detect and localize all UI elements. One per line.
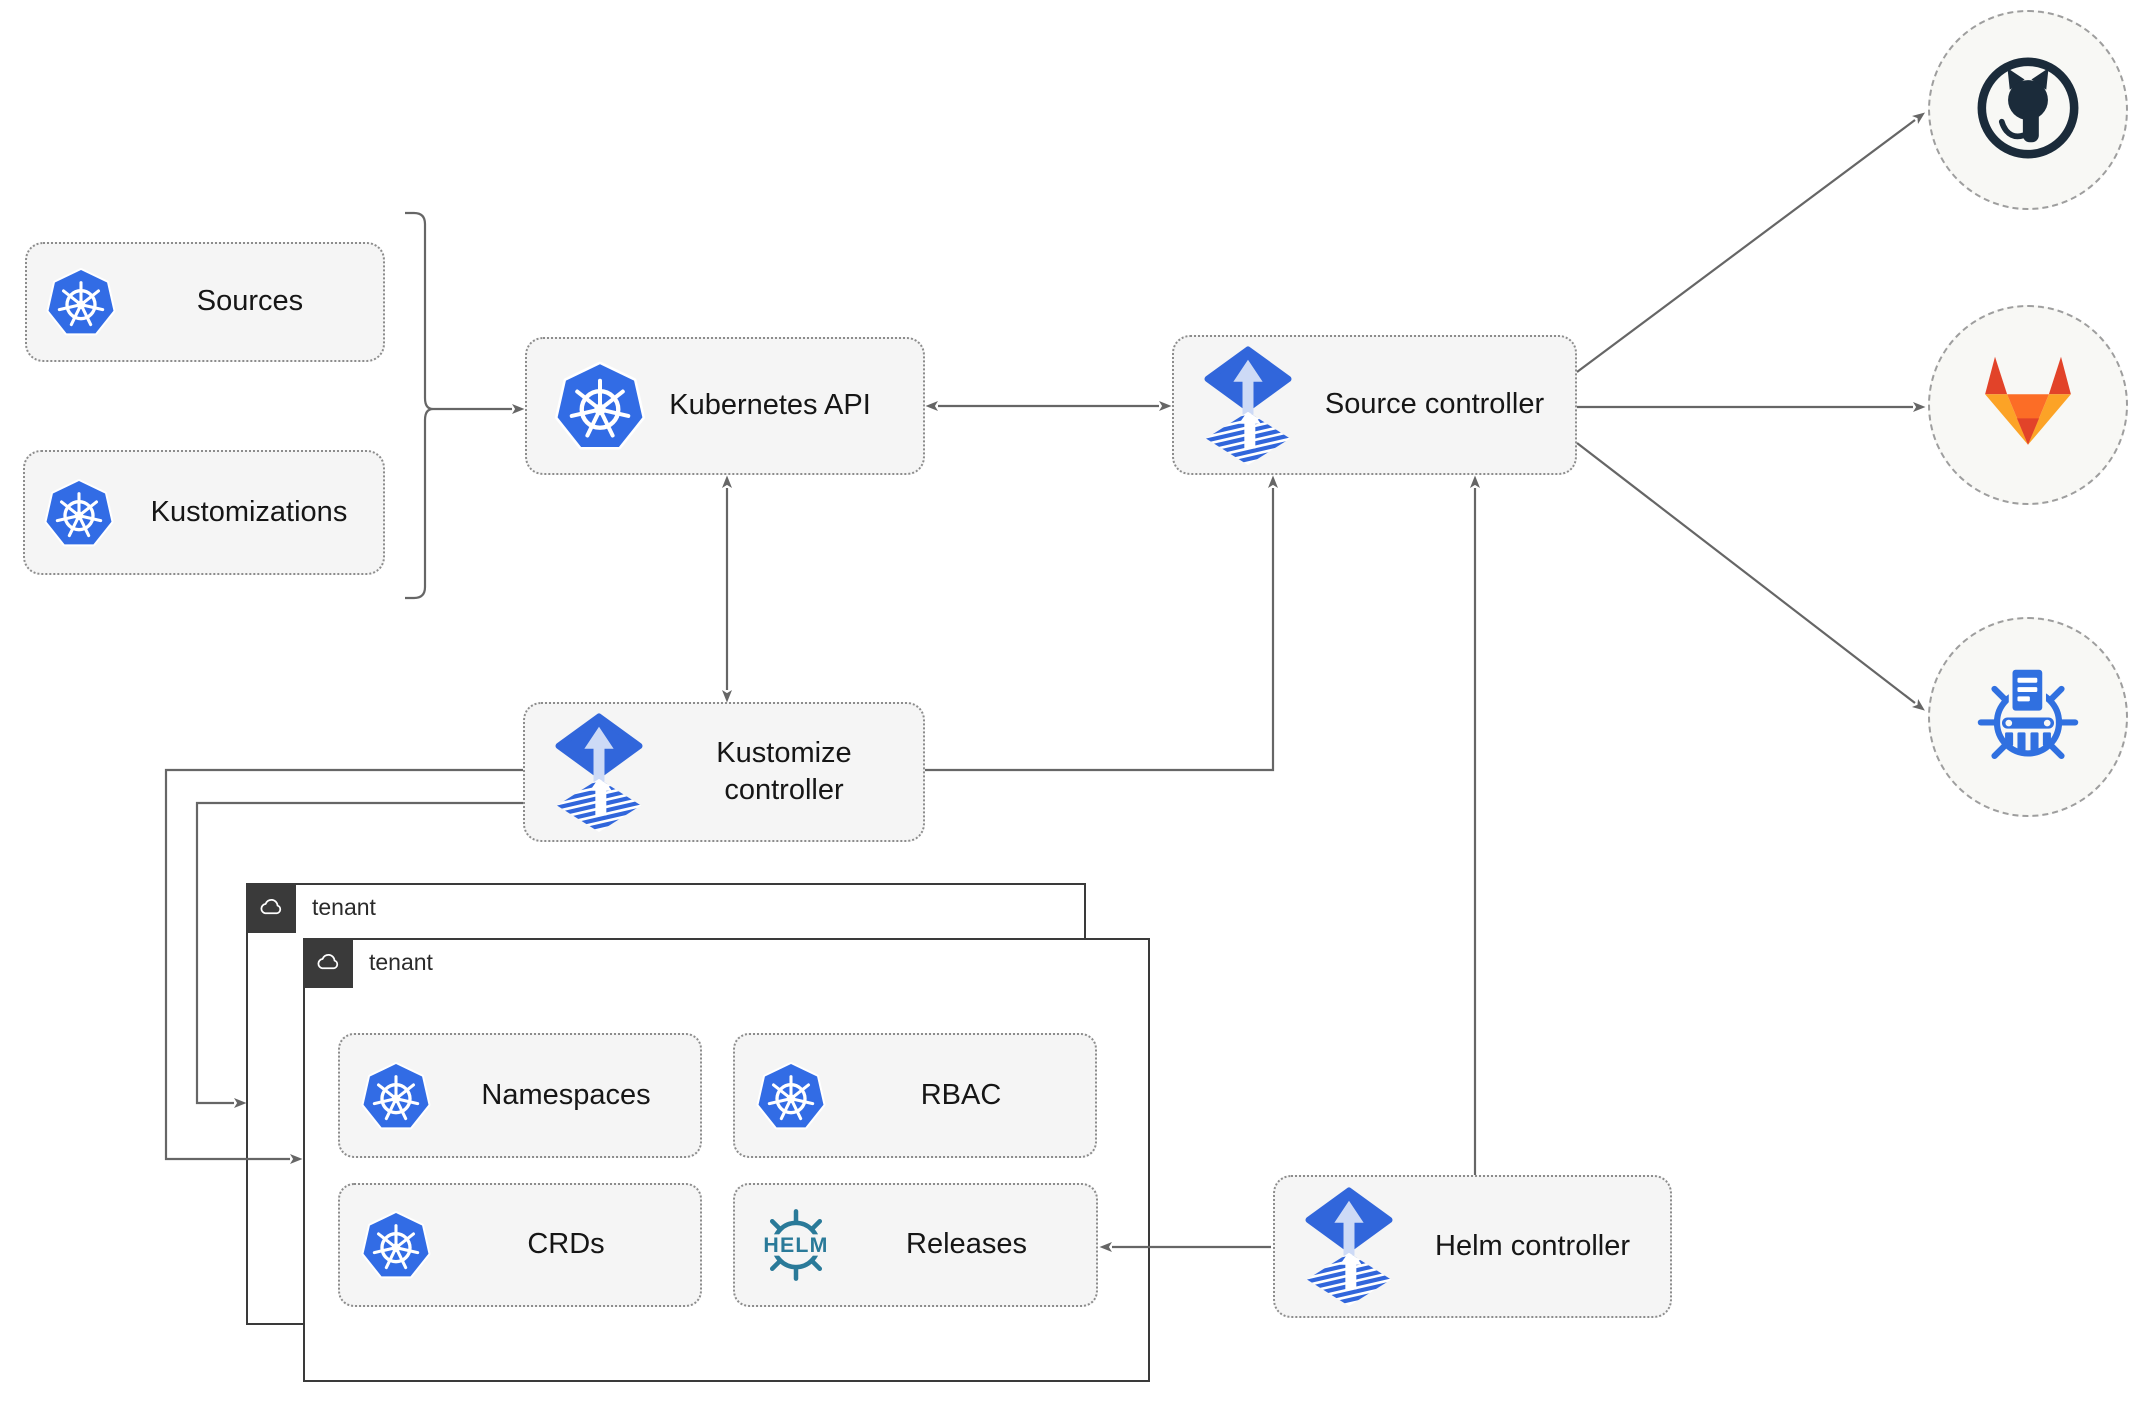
node-label: RBAC (920, 1078, 1002, 1111)
node-label: Kubernetes API (669, 389, 871, 422)
node-rbac: RBAC (733, 1033, 1097, 1158)
kubernetes-icon (360, 1059, 432, 1133)
node-label: CRDs (527, 1228, 605, 1261)
kubernetes-icon (360, 1208, 432, 1282)
chartmuseum-icon (1966, 653, 2090, 782)
github-source (1928, 10, 2128, 210)
helm-icon: HELM (755, 1204, 837, 1286)
node-label: Namespaces (481, 1078, 651, 1111)
node-label: Kustomizations (150, 495, 348, 528)
node-sources: Sources (25, 242, 385, 362)
node-crds: CRDs (338, 1183, 702, 1307)
arrow-source-to-github (1576, 112, 1926, 373)
github-icon (1971, 51, 2085, 170)
node-kubernetes-api: Kubernetes API (525, 337, 925, 475)
node-kustomize-controller: Kustomize controller (523, 702, 925, 842)
node-label: Helm controller (1435, 1229, 1630, 1262)
cloud-icon (302, 937, 353, 988)
flux-icon (1202, 346, 1294, 465)
chartmuseum-source (1928, 617, 2128, 817)
bracket-connector (405, 211, 434, 600)
arrow-kustomize-to-source (925, 475, 1278, 772)
node-source-controller: Source controller (1172, 335, 1577, 475)
node-label: Releases (906, 1228, 1027, 1261)
tenant-label: tenant (312, 894, 376, 920)
node-kustomizations: Kustomizations (23, 450, 385, 575)
node-label: Source controller (1324, 388, 1545, 421)
cloud-icon (245, 882, 296, 933)
gitlab-icon (1973, 348, 2083, 463)
node-namespaces: Namespaces (338, 1033, 702, 1158)
node-helm-controller: Helm controller (1273, 1175, 1672, 1318)
tenant-container-inner: tenant (302, 937, 1150, 1382)
kubernetes-icon (43, 476, 115, 550)
flux-icon (553, 713, 645, 832)
kubernetes-icon (45, 265, 117, 339)
node-releases: HELM Releases (733, 1183, 1098, 1307)
helm-wordmark: HELM (763, 1233, 828, 1257)
node-label: Kustomize controller (716, 736, 852, 806)
kubernetes-icon (755, 1059, 827, 1133)
node-label: Sources (196, 285, 304, 318)
flux-icon (1303, 1187, 1395, 1306)
kubernetes-icon (553, 358, 647, 454)
gitlab-source (1928, 305, 2128, 505)
tenant-label: tenant (369, 949, 433, 975)
arrow-source-to-chartmuseum (1576, 442, 1925, 711)
